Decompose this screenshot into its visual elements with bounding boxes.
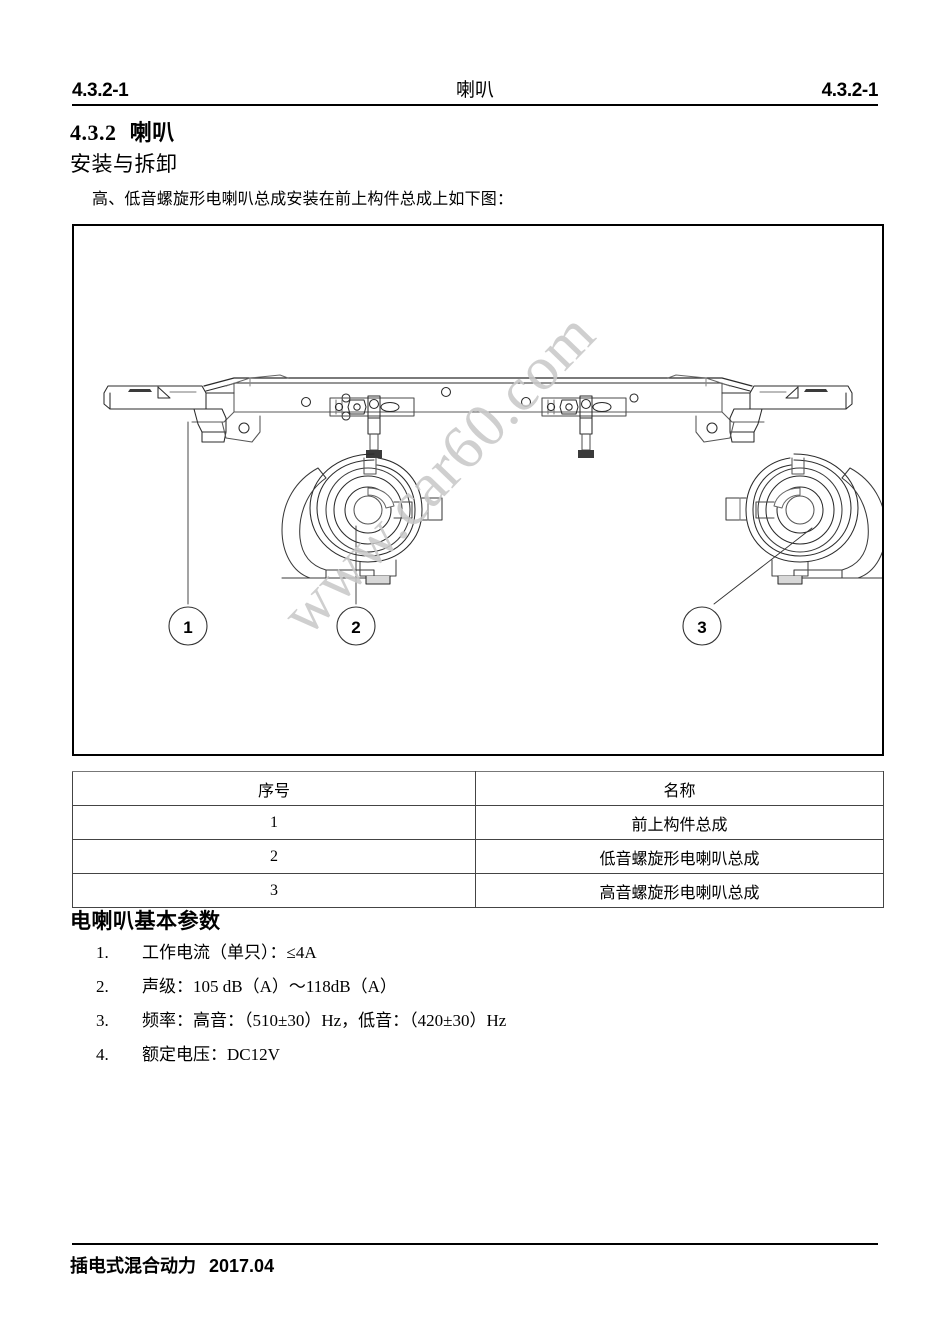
- param-text: 额定电压：DC12V: [142, 1045, 280, 1064]
- page-title: 4.3.2 喇叭: [70, 115, 175, 147]
- param-number: 1.: [96, 943, 109, 962]
- callout-1-label: 1: [183, 618, 192, 637]
- param-number: 3.: [96, 1011, 109, 1030]
- header-right-code: 4.3.2-1: [821, 80, 879, 101]
- section-subtitle: 安装与拆卸: [70, 152, 178, 176]
- header-divider: [72, 104, 878, 106]
- param-text: 声级：105 dB（A）～118dB（A）: [142, 977, 397, 996]
- section-title-text: 喇叭: [129, 120, 175, 145]
- params-list: 1. 工作电流（单只）：≤4A 2. 声级：105 dB（A）～118dB（A）…: [96, 938, 796, 1074]
- front-upper-member-drawing: 1 2 3: [103, 374, 882, 646]
- table-row: 2 低音螺旋形电喇叭总成: [72, 839, 884, 874]
- table-row: 3 高音螺旋形电喇叭总成: [72, 873, 884, 908]
- cell-no: 1: [72, 805, 476, 840]
- list-item: 1. 工作电流（单只）：≤4A: [96, 938, 796, 972]
- list-item: 2. 声级：105 dB（A）～118dB（A）: [96, 972, 796, 1006]
- param-text: 工作电流（单只）：≤4A: [142, 943, 317, 962]
- param-text: 频率：高音：（510±30）Hz，低音：（420±30）Hz: [142, 1011, 507, 1030]
- footer: 插电式混合动力 2017.04: [70, 1252, 274, 1278]
- param-number: 2.: [96, 977, 109, 996]
- intro-paragraph: 高、低音螺旋形电喇叭总成安装在前上构件总成上如下图：: [92, 191, 514, 208]
- table-header-row: 序号 名称: [72, 771, 884, 806]
- param-number: 4.: [96, 1045, 109, 1064]
- callout-2-label: 2: [351, 618, 360, 637]
- cell-name: 前上构件总成: [475, 805, 884, 840]
- list-item: 3. 频率：高音：（510±30）Hz，低音：（420±30）Hz: [96, 1006, 796, 1040]
- column-header-name: 名称: [475, 771, 884, 806]
- cell-name: 低音螺旋形电喇叭总成: [475, 839, 884, 874]
- callout-3: [682, 606, 722, 646]
- header-left-code: 4.3.2-1: [72, 80, 129, 101]
- right-horn-bracket: [541, 395, 627, 458]
- low-tone-spiral-horn: [281, 453, 443, 585]
- running-header: 4.3.2-1 喇叭 4.3.2-1: [72, 68, 878, 102]
- footer-date: 2017.04: [209, 1256, 275, 1276]
- footer-divider: [72, 1243, 878, 1245]
- high-tone-spiral-horn: [725, 453, 882, 585]
- header-center-title: 喇叭: [455, 80, 495, 101]
- callout-1: [168, 606, 208, 646]
- table-row: 1 前上构件总成: [72, 805, 884, 840]
- callout-2: [336, 606, 376, 646]
- cell-name: 高音螺旋形电喇叭总成: [475, 873, 884, 908]
- assembly-figure: 1 2 3: [72, 224, 884, 756]
- parts-table: 序号 名称 1 前上构件总成 2 低音螺旋形电喇叭总成 3 高音螺旋形电喇叭总成: [72, 771, 884, 908]
- left-horn-bracket: [329, 395, 415, 458]
- footer-label: 插电式混合动力: [70, 1256, 196, 1276]
- section-number: 4.3.2: [70, 120, 117, 145]
- cell-no: 3: [72, 873, 476, 908]
- cell-no: 2: [72, 839, 476, 874]
- column-header-no: 序号: [72, 771, 476, 806]
- list-item: 4. 额定电压：DC12V: [96, 1040, 796, 1074]
- callout-3-label: 3: [697, 618, 706, 637]
- params-heading: 电喇叭基本参数: [70, 910, 221, 933]
